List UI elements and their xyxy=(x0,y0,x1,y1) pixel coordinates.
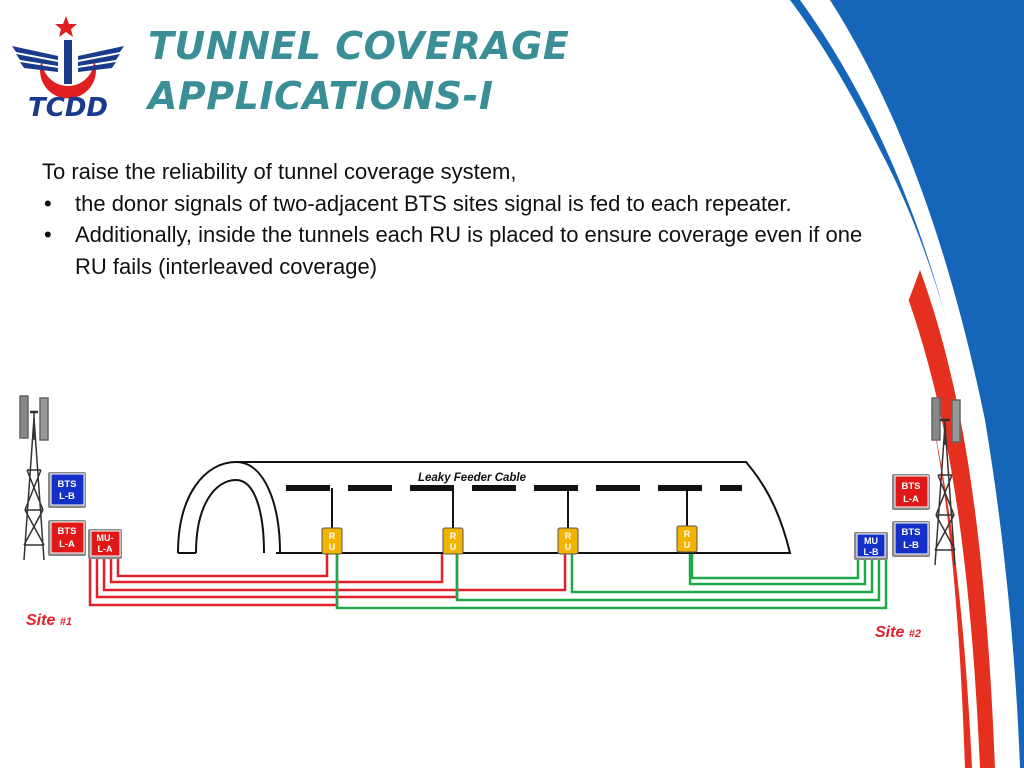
tunnel xyxy=(177,460,792,554)
svg-text:BTS: BTS xyxy=(58,526,77,537)
svg-text:R: R xyxy=(329,531,336,541)
svg-text:MU: MU xyxy=(864,536,878,546)
svg-text:U: U xyxy=(684,540,691,550)
bts-site1-lb: BTS L-B xyxy=(48,472,86,508)
svg-text:U: U xyxy=(565,542,572,552)
logo-text: TCDD xyxy=(28,93,108,122)
svg-text:R: R xyxy=(684,529,691,539)
crescent-icon xyxy=(40,60,97,99)
mu-site1: MU- L-A xyxy=(88,529,122,559)
ru-unit: R U xyxy=(442,527,464,555)
leaky-feeder-label: Leaky Feeder Cable xyxy=(418,472,527,484)
antenna-tower-icon xyxy=(19,395,49,561)
svg-text:U: U xyxy=(450,542,457,552)
ru-unit: R U xyxy=(321,527,343,555)
bts-site1-la: BTS L-A xyxy=(48,520,86,556)
svg-text:L-B: L-B xyxy=(59,491,75,502)
page-title-line1: TUNNEL COVERAGE xyxy=(148,24,570,68)
ru-unit: R U xyxy=(557,527,579,555)
site1-label: Site #1 xyxy=(26,612,72,629)
site2-label: Site #2 xyxy=(875,624,921,641)
svg-text:R: R xyxy=(565,531,572,541)
svg-text:MU-: MU- xyxy=(97,533,114,543)
mu-site2: MU L-B xyxy=(854,532,888,560)
svg-text:L-A: L-A xyxy=(903,494,919,505)
svg-text:BTS: BTS xyxy=(58,479,77,490)
green-feeder-cables xyxy=(335,553,888,610)
svg-text:U: U xyxy=(329,542,336,552)
svg-text:L-A: L-A xyxy=(59,539,75,550)
bullet-list: the donor signals of two-adjacent BTS si… xyxy=(42,188,872,283)
svg-text:L-B: L-B xyxy=(864,547,879,557)
svg-text:L-B: L-B xyxy=(903,540,919,551)
white-stripe xyxy=(800,0,1020,768)
wings-icon xyxy=(12,40,124,84)
svg-text:BTS: BTS xyxy=(902,481,921,492)
svg-text:L-A: L-A xyxy=(98,544,113,554)
body-text: To raise the reliability of tunnel cover… xyxy=(42,156,872,282)
svg-text:R: R xyxy=(450,531,457,541)
red-feeder-cables xyxy=(88,553,567,607)
svg-text:BTS: BTS xyxy=(902,527,921,538)
star-icon xyxy=(55,16,77,37)
bullet-item: Additionally, inside the tunnels each RU… xyxy=(42,219,872,282)
antenna-tower-icon xyxy=(931,397,961,566)
ru-drop-lines xyxy=(331,488,688,528)
page-title-line2: APPLICATIONS-I xyxy=(148,74,494,118)
bullet-item: the donor signals of two-adjacent BTS si… xyxy=(42,188,872,220)
bts-site2-la: BTS L-A xyxy=(892,474,930,510)
white-stripe-2 xyxy=(900,290,980,768)
tcdd-logo: TCDD xyxy=(12,16,124,122)
blue-swoosh xyxy=(790,0,1024,768)
bts-site2-lb: BTS L-B xyxy=(892,521,930,557)
intro-text: To raise the reliability of tunnel cover… xyxy=(42,159,517,184)
tunnel-diagram: Leaky Feeder Cable R U R U R U R U BTS xyxy=(19,395,961,641)
ru-unit: R U xyxy=(676,525,698,553)
